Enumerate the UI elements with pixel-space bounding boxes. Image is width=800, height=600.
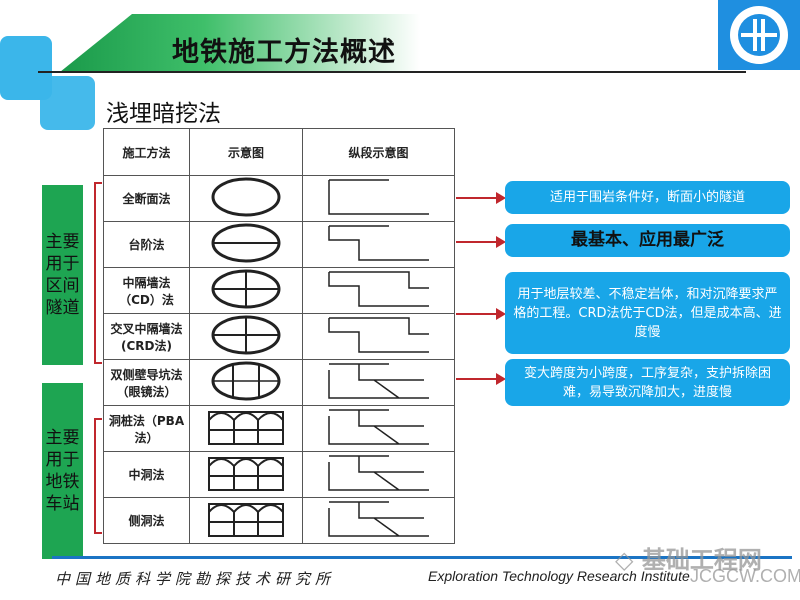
arrow bbox=[456, 236, 506, 248]
title-divider bbox=[38, 71, 746, 73]
profile-diagram bbox=[327, 317, 429, 353]
table-row: 双侧壁导坑法（眼镜法） bbox=[103, 359, 455, 406]
header-diagram: 示意图 bbox=[189, 128, 303, 176]
table-row: 全断面法 bbox=[103, 175, 455, 222]
footer-divider bbox=[52, 556, 792, 559]
table-row: 中洞法 bbox=[103, 451, 455, 498]
watermark-en: JCGCW.COM bbox=[690, 566, 800, 586]
profile-diagram bbox=[327, 225, 429, 261]
table-row: 中隔墙法（CD）法 bbox=[103, 267, 455, 314]
header-method: 施工方法 bbox=[103, 128, 190, 176]
note-double-side: 变大跨度为小跨度，工序复杂，支护拆除困难，易导致沉降加大，进度慢 bbox=[505, 359, 790, 406]
method-name: 全断面法 bbox=[103, 175, 190, 222]
decor-square bbox=[40, 76, 95, 130]
cross-section-diagram bbox=[211, 177, 281, 217]
profile-cell bbox=[302, 451, 455, 498]
profile-diagram bbox=[327, 501, 429, 537]
method-table: 施工方法 示意图 纵段示意图 全断面法台阶法中隔墙法（CD）法交叉中隔墙法(CR… bbox=[103, 128, 455, 544]
method-name: 双侧壁导坑法（眼镜法） bbox=[103, 359, 190, 406]
method-name: 中洞法 bbox=[103, 451, 190, 498]
profile-diagram bbox=[327, 363, 429, 399]
cross-section-diagram bbox=[211, 315, 281, 355]
note-full-section: 适用于围岩条件好，断面小的隧道 bbox=[505, 181, 790, 214]
section-subtitle: 浅埋暗挖法 bbox=[106, 101, 221, 127]
arrow bbox=[456, 308, 506, 320]
diagram-cell bbox=[189, 221, 303, 268]
profile-diagram bbox=[327, 409, 429, 445]
diagram-cell bbox=[189, 175, 303, 222]
cross-section-diagram bbox=[208, 457, 284, 491]
table-row: 台阶法 bbox=[103, 221, 455, 268]
diagram-cell bbox=[189, 451, 303, 498]
globe-logo-icon bbox=[730, 6, 788, 64]
profile-cell bbox=[302, 267, 455, 314]
bracket bbox=[94, 418, 102, 534]
cross-section-diagram bbox=[211, 269, 281, 309]
cross-section-diagram bbox=[208, 411, 284, 445]
arrow bbox=[456, 192, 506, 204]
cross-section-diagram bbox=[211, 361, 281, 401]
watermark: ◇ 基础工程网 bbox=[615, 540, 762, 575]
logo bbox=[718, 0, 800, 70]
profile-cell bbox=[302, 405, 455, 452]
diagram-cell bbox=[189, 313, 303, 360]
method-name: 台阶法 bbox=[103, 221, 190, 268]
table-row: 侧洞法 bbox=[103, 497, 455, 544]
profile-cell bbox=[302, 359, 455, 406]
diagram-cell bbox=[189, 405, 303, 452]
note-cd-crd: 用于地层较差、不稳定岩体，和对沉降要求严格的工程。CRD法优于CD法，但是成本高… bbox=[505, 272, 790, 354]
note-bench: 最基本、应用最广泛 bbox=[505, 224, 790, 257]
group-label-station: 主要用于地铁车站 bbox=[42, 383, 83, 559]
profile-diagram bbox=[327, 271, 429, 307]
cross-section-diagram bbox=[208, 503, 284, 537]
method-name: 侧洞法 bbox=[103, 497, 190, 544]
watermark-cn: 基础工程网 bbox=[641, 546, 762, 574]
profile-diagram bbox=[327, 179, 429, 215]
header-profile: 纵段示意图 bbox=[302, 128, 455, 176]
method-name: 中隔墙法（CD）法 bbox=[103, 267, 190, 314]
footer-institute-en: Exploration Technology Research Institut… bbox=[428, 568, 690, 584]
slide-title: 地铁施工方法概述 bbox=[172, 37, 396, 68]
arrow bbox=[456, 373, 506, 385]
method-name: 洞桩法（PBA法） bbox=[103, 405, 190, 452]
watermark-diamond-icon: ◇ bbox=[615, 546, 634, 574]
footer-institute-cn: 中国地质科学院勘探技术研究所 bbox=[55, 570, 336, 588]
group-label-tunnel: 主要用于区间隧道 bbox=[42, 185, 83, 365]
profile-cell bbox=[302, 221, 455, 268]
table-row: 交叉中隔墙法(CRD法) bbox=[103, 313, 455, 360]
profile-cell bbox=[302, 175, 455, 222]
diagram-cell bbox=[189, 359, 303, 406]
diagram-cell bbox=[189, 267, 303, 314]
cross-section-diagram bbox=[211, 223, 281, 263]
bracket bbox=[94, 182, 102, 364]
diagram-cell bbox=[189, 497, 303, 544]
method-name: 交叉中隔墙法(CRD法) bbox=[103, 313, 190, 360]
profile-cell bbox=[302, 313, 455, 360]
profile-diagram bbox=[327, 455, 429, 491]
profile-cell bbox=[302, 497, 455, 544]
table-row: 洞桩法（PBA法） bbox=[103, 405, 455, 452]
